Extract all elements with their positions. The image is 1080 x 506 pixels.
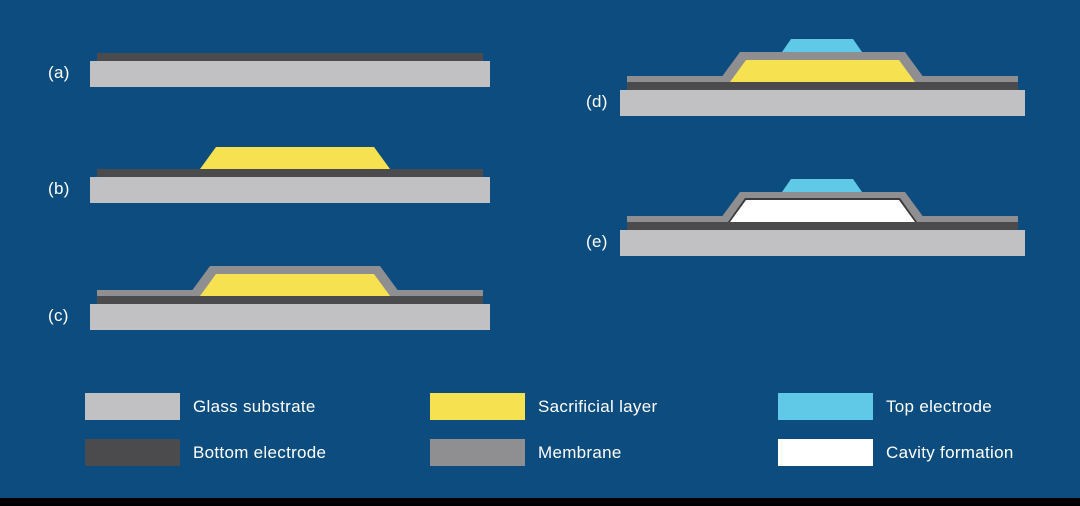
legend-label-bottom-electrode: Bottom electrode <box>193 442 327 462</box>
legend-swatch-glass-substrate <box>85 393 180 420</box>
sacrificial-layer <box>730 60 915 82</box>
step-label-e: (e) <box>586 232 608 251</box>
step-label-d: (d) <box>586 92 608 111</box>
sacrificial-layer <box>200 274 390 296</box>
sacrificial-layer <box>200 147 390 169</box>
step-label-a: (a) <box>48 63 70 82</box>
step-label-c: (c) <box>48 306 69 325</box>
top-electrode-layer <box>782 39 862 52</box>
legend-item-bottom-electrode: Bottom electrode <box>85 439 326 466</box>
diagram-step-e <box>620 179 1025 256</box>
legend-label-glass-substrate: Glass substrate <box>193 396 316 416</box>
diagram-step-b <box>90 147 490 203</box>
diagram-step-a <box>90 53 490 87</box>
step-label-b: (b) <box>48 179 70 198</box>
bottom-electrode-layer <box>97 53 483 61</box>
footer-bar <box>0 498 1080 506</box>
glass-substrate-layer <box>620 90 1025 116</box>
diagram-step-d <box>620 39 1025 116</box>
legend-swatch-cavity-formation <box>778 439 873 466</box>
top-electrode-layer <box>782 179 862 192</box>
legend-item-cavity-formation: Cavity formation <box>778 439 1014 466</box>
legend-item-membrane: Membrane <box>430 439 622 466</box>
diagram-step-c <box>90 266 490 330</box>
cavity-layer <box>730 200 915 222</box>
glass-substrate-layer <box>90 177 490 203</box>
bottom-electrode-layer <box>627 222 1018 230</box>
legend-label-top-electrode: Top electrode <box>886 396 992 416</box>
legend-item-sacrificial-layer: Sacrificial layer <box>430 393 657 420</box>
glass-substrate-layer <box>90 304 490 330</box>
glass-substrate-layer <box>620 230 1025 256</box>
legend-swatch-top-electrode <box>778 393 873 420</box>
legend-label-membrane: Membrane <box>538 442 622 462</box>
legend-label-cavity-formation: Cavity formation <box>886 442 1014 462</box>
glass-substrate-layer <box>90 61 490 87</box>
legend-label-sacrificial-layer: Sacrificial layer <box>538 396 658 416</box>
bottom-electrode-layer <box>627 82 1018 90</box>
bottom-electrode-layer <box>97 296 483 304</box>
legend-item-glass-substrate: Glass substrate <box>85 393 316 420</box>
legend-item-top-electrode: Top electrode <box>778 393 992 420</box>
legend-swatch-sacrificial-layer <box>430 393 525 420</box>
bottom-electrode-layer <box>97 169 483 177</box>
legend-swatch-bottom-electrode <box>85 439 180 466</box>
legend-swatch-membrane <box>430 439 525 466</box>
